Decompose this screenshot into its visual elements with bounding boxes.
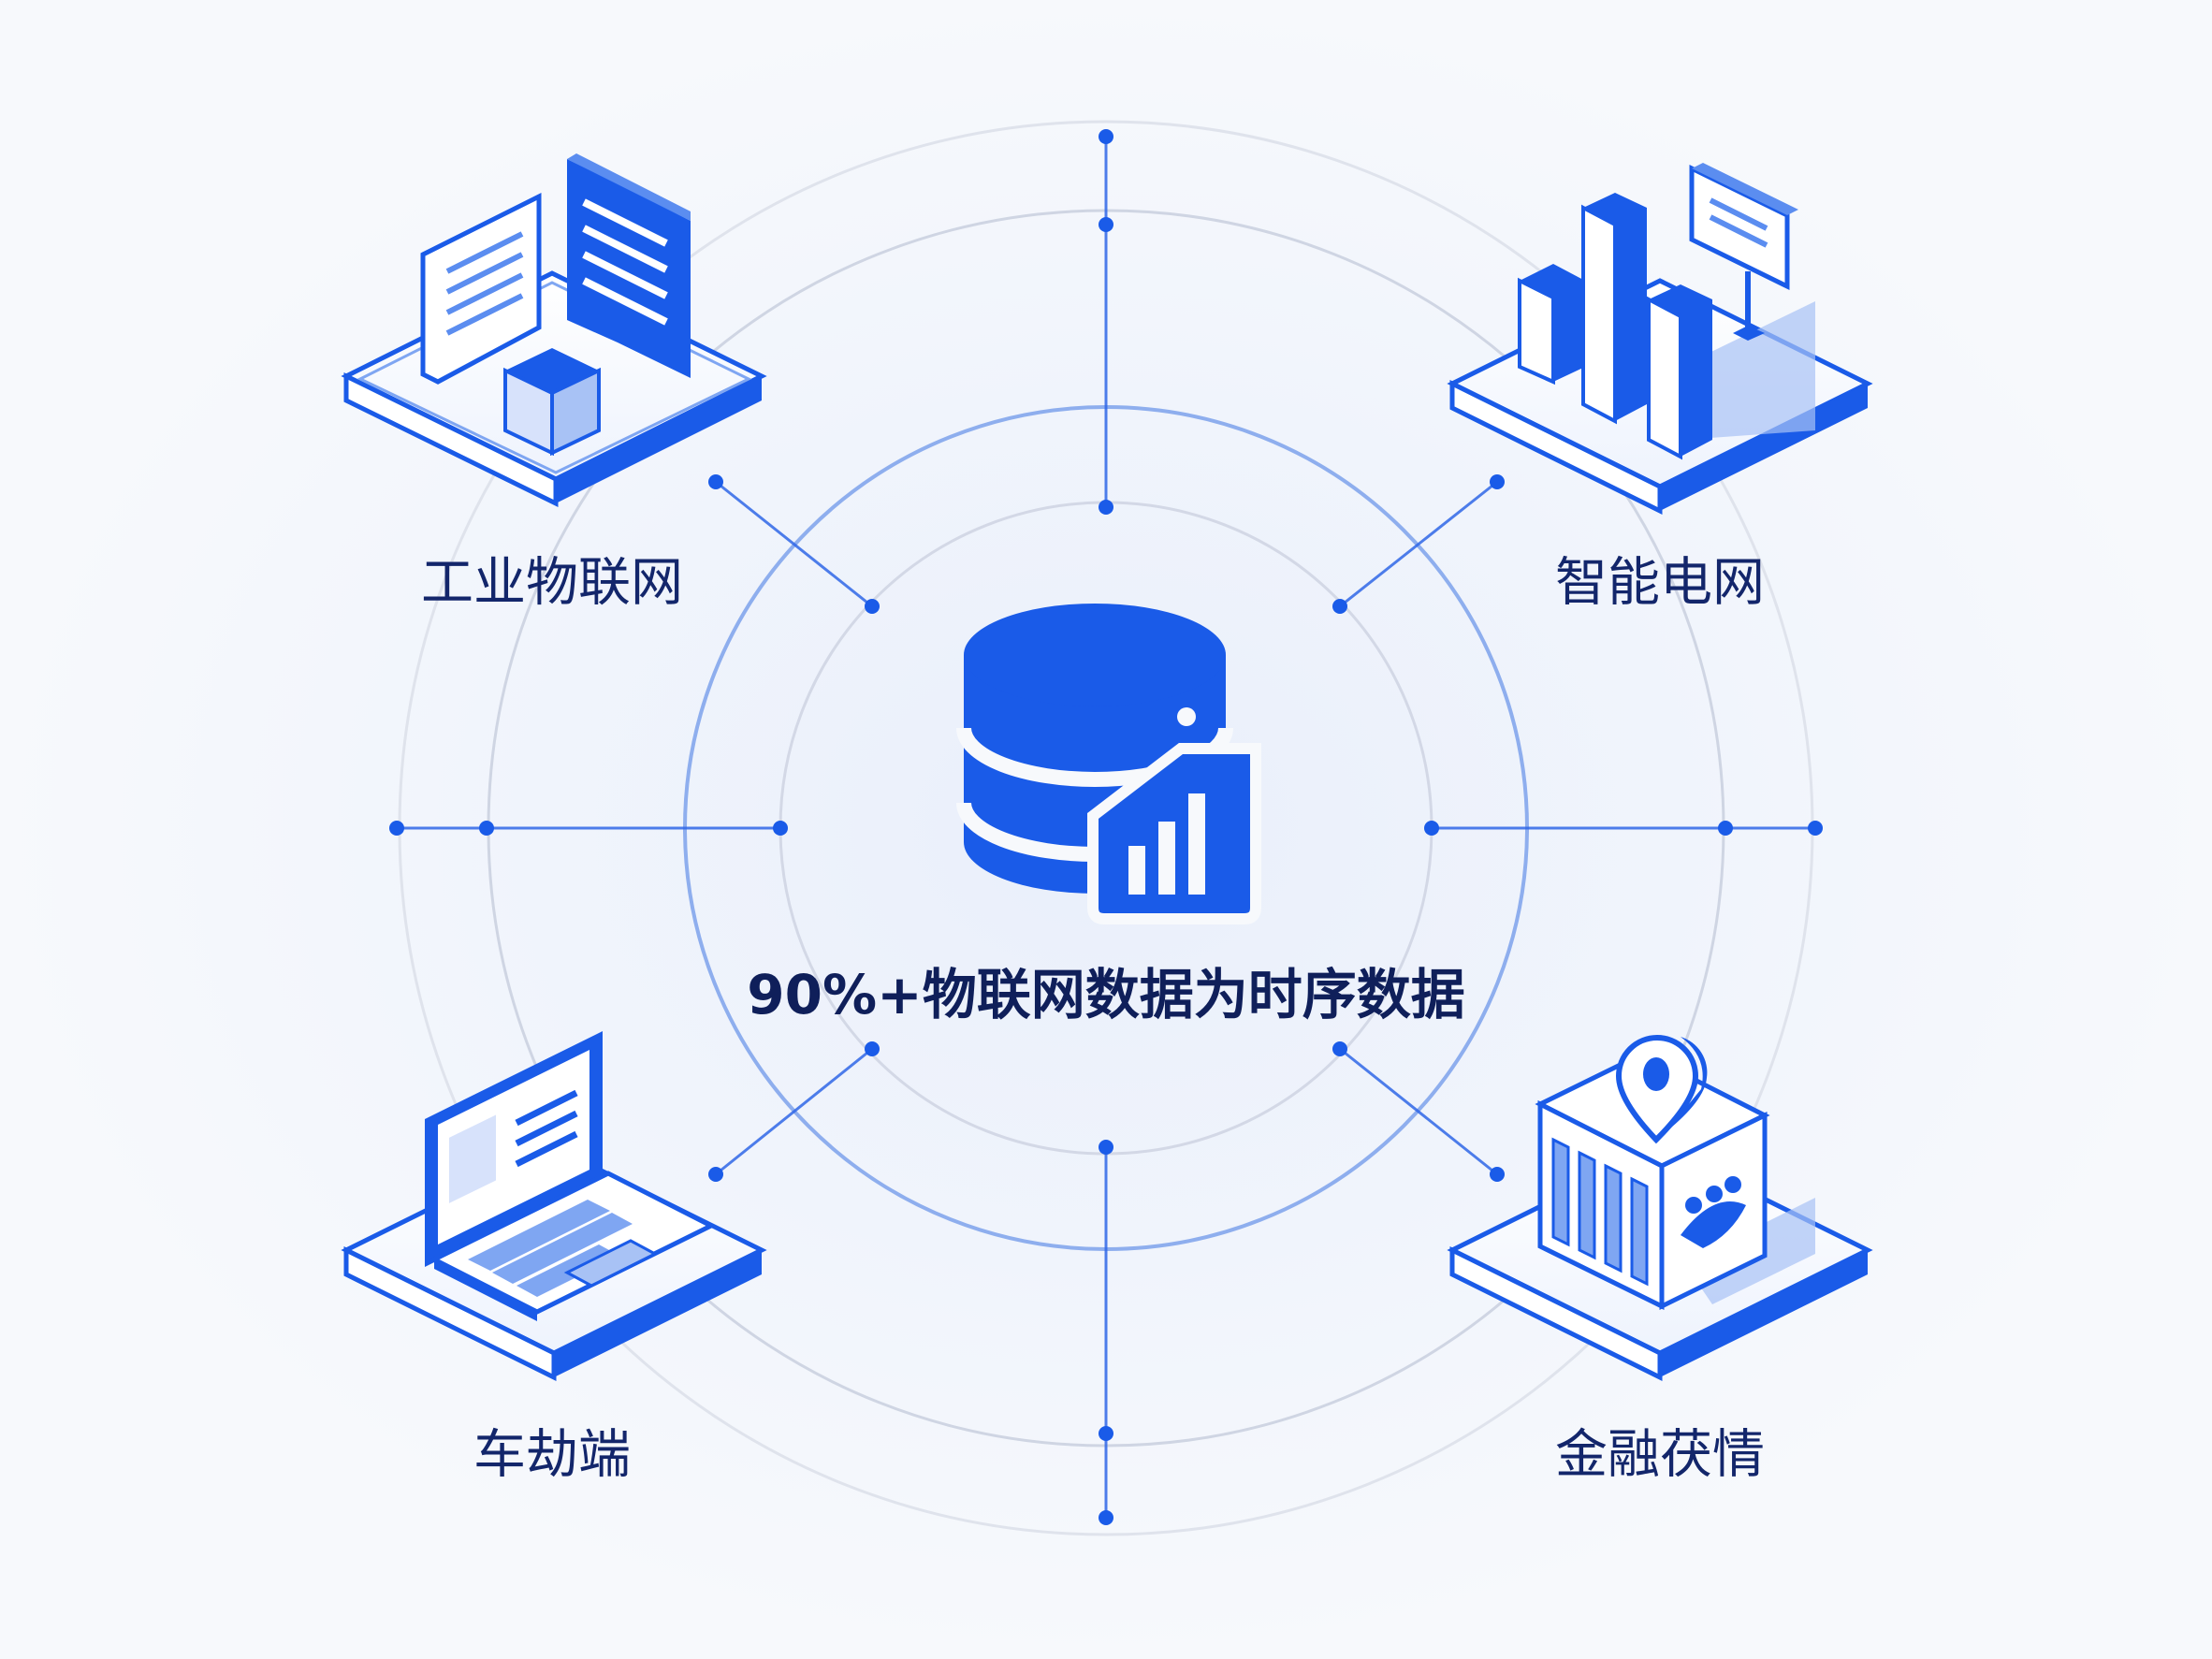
- connector-top-right: [1339, 480, 1498, 608]
- label-smart-grid: 智能电网: [1555, 552, 1765, 614]
- label-vehicle-terminal: 车劫端: [473, 1424, 631, 1486]
- connector-top-left: [715, 480, 873, 608]
- finance-icon: [1447, 1035, 1873, 1382]
- vehicle-terminal-icon: [341, 1031, 767, 1382]
- connectors: [397, 137, 1815, 1518]
- database-chart-icon: [956, 604, 1261, 924]
- center-caption: 90%+物联网数据为时序数据: [747, 963, 1465, 1026]
- label-industrial-iot: 工业物联网: [421, 552, 683, 614]
- nodes: [389, 129, 1823, 1525]
- industrial-iot-icon: [341, 153, 767, 508]
- label-finance: 金融茯情: [1555, 1424, 1765, 1486]
- connector-bottom-right: [1339, 1047, 1498, 1176]
- smart-grid-icon: [1447, 163, 1873, 516]
- connector-bottom-left: [715, 1047, 873, 1176]
